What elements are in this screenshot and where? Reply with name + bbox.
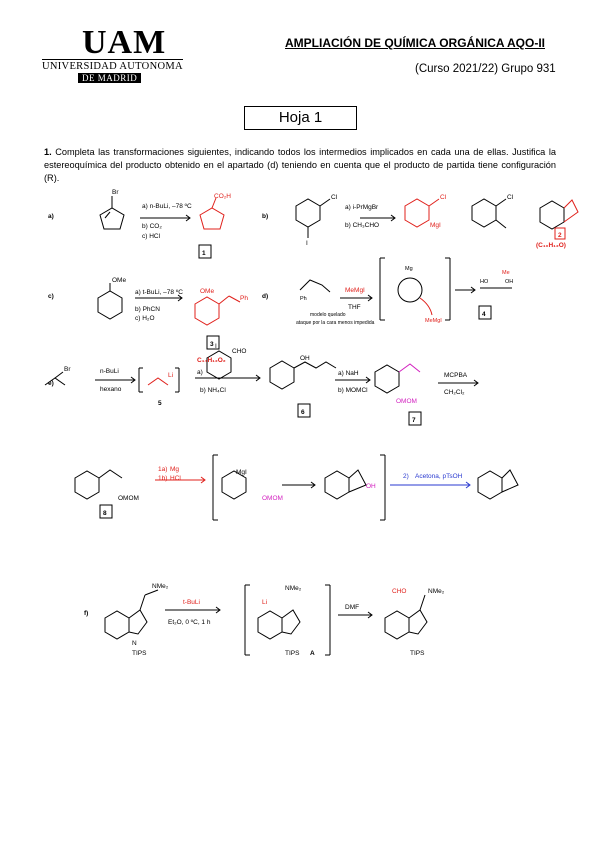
question-body: Completa las transformaciones siguientes… xyxy=(44,147,556,183)
e2-oh: OH xyxy=(366,483,376,490)
c-reagent1: a) t-BuLi, –78 ºC xyxy=(135,289,183,296)
e-omom: OMOM xyxy=(396,398,417,405)
e2-box8: 8 xyxy=(103,510,107,517)
d-reagent2: THF xyxy=(348,304,361,311)
d-oh: OH xyxy=(505,279,513,285)
c-reagent3: c) H₂O xyxy=(135,315,155,322)
b-i: I xyxy=(306,240,308,247)
b-inter-cl: Cl xyxy=(440,194,447,201)
label-c: c) xyxy=(48,293,54,300)
f-prod-tips: TIPS xyxy=(410,650,425,657)
e2-omom-inter: OMOM xyxy=(262,495,283,502)
b-cl: Cl xyxy=(331,194,338,201)
b-inter2-cl: Cl xyxy=(507,194,514,201)
d-me: Me xyxy=(502,270,510,276)
f-cho: CHO xyxy=(392,588,406,595)
logo-line1: UNIVERSIDAD AUTONOMA xyxy=(42,59,183,72)
e-reagent2: hexano xyxy=(100,386,122,393)
d-note2: ataque por la cara menos impedida xyxy=(296,320,375,326)
f-tips: TIPS xyxy=(132,650,147,657)
a-reagent1: a) n-BuLi, –78 ºC xyxy=(142,203,192,210)
e2-mgi: MgI xyxy=(236,469,247,476)
e2-r1b: 1b) xyxy=(158,475,167,482)
e2-omom: OMOM xyxy=(118,495,139,502)
b-formula: (C₁₀H₁₂O) xyxy=(536,242,566,249)
sheet-title: Hoja 1 xyxy=(244,106,357,130)
e2-r1a: 1a) xyxy=(158,466,167,473)
e-cho: CHO xyxy=(232,348,246,355)
a-reagent2: b) CO₂ xyxy=(142,223,162,230)
e-r3b: b) NH₄Cl xyxy=(200,387,226,394)
a-box: 1 xyxy=(202,250,206,257)
label-e: e) xyxy=(48,380,54,387)
course-title: AMPLIACIÓN DE QUÍMICA ORGÁNICA AQO-II xyxy=(285,36,545,50)
e2-r2-reagent: Acetona, pTsOH xyxy=(415,473,463,480)
question-number: 1. xyxy=(44,147,52,157)
uam-logo: UAM UNIVERSIDAD AUTONOMA DE MADRID xyxy=(40,24,183,83)
c-box: 3 xyxy=(210,341,214,348)
f-reagent3: DMF xyxy=(345,604,359,611)
f-reagent2: Et₂O, 0 ºC, 1 h xyxy=(168,619,211,626)
e2-r1a-reagent: Mg xyxy=(170,466,179,473)
d-note1: modelo quelado xyxy=(310,312,346,318)
f-inter-tips: TIPS xyxy=(285,650,300,657)
e-reagent1: n-BuLi xyxy=(100,368,119,375)
e-r5a: MCPBA xyxy=(444,372,468,379)
e-i: I xyxy=(215,343,217,350)
f-inter-nme2: NMe₂ xyxy=(285,585,302,592)
a-product: CO₂H xyxy=(214,193,231,200)
c-product-ome: OMe xyxy=(200,288,214,295)
c-ome: OMe xyxy=(112,277,126,284)
f-li: Li xyxy=(262,599,267,606)
d-box: 4 xyxy=(482,311,486,318)
label-d: d) xyxy=(262,293,268,300)
e-r5b: CH₂Cl₂ xyxy=(444,389,465,396)
label-f: f) xyxy=(84,610,88,617)
label-b: b) xyxy=(262,213,268,220)
b-box: 2 xyxy=(558,232,562,239)
e-r3a: a) xyxy=(197,369,203,376)
f-inter-label: A xyxy=(310,650,315,657)
b-reagent1: a) i-PrMgBr xyxy=(345,204,379,211)
e-r4b: b) MOMCl xyxy=(338,387,368,394)
a-reagent3: c) HCl xyxy=(142,233,161,240)
question-text: 1. Completa las transformaciones siguien… xyxy=(44,146,556,185)
a-br: Br xyxy=(112,189,119,196)
d-reagent1: MeMgI xyxy=(345,287,365,294)
e-li: Li xyxy=(168,372,173,379)
e-r4a: a) NaH xyxy=(338,370,359,377)
b-inter-mgi: MgI xyxy=(430,222,441,229)
c-formula: C₁₄H₁₂O₂ xyxy=(197,357,226,364)
e-box5: 5 xyxy=(158,400,162,407)
e-oh: OH xyxy=(300,355,310,362)
logo-main-text: UAM xyxy=(82,24,167,61)
c-reagent2: b) PhCN xyxy=(135,306,160,313)
e-box7: 7 xyxy=(412,417,416,424)
d-mg: Mg xyxy=(405,266,413,272)
f-nme2: NMe₂ xyxy=(152,583,169,590)
f-prod-nme2: NMe₂ xyxy=(428,588,445,595)
c-product-ph: Ph xyxy=(240,295,248,302)
e2-r2: 2) xyxy=(403,473,409,480)
d-attack: MeMgI xyxy=(425,318,442,324)
logo-line2: DE MADRID xyxy=(78,73,142,83)
d-ho: HO xyxy=(480,279,489,285)
e-box6: 6 xyxy=(301,409,305,416)
e-br: Br xyxy=(64,366,71,373)
course-group: (Curso 2021/22) Grupo 931 xyxy=(415,63,556,75)
f-reagent1: t-BuLi xyxy=(183,599,200,606)
e2-r1b-reagent: HCl xyxy=(170,475,181,482)
d-ph: Ph xyxy=(300,296,307,302)
f-n: N xyxy=(132,640,137,647)
label-a: a) xyxy=(48,213,54,220)
b-reagent2: b) CH₃CHO xyxy=(345,222,379,229)
